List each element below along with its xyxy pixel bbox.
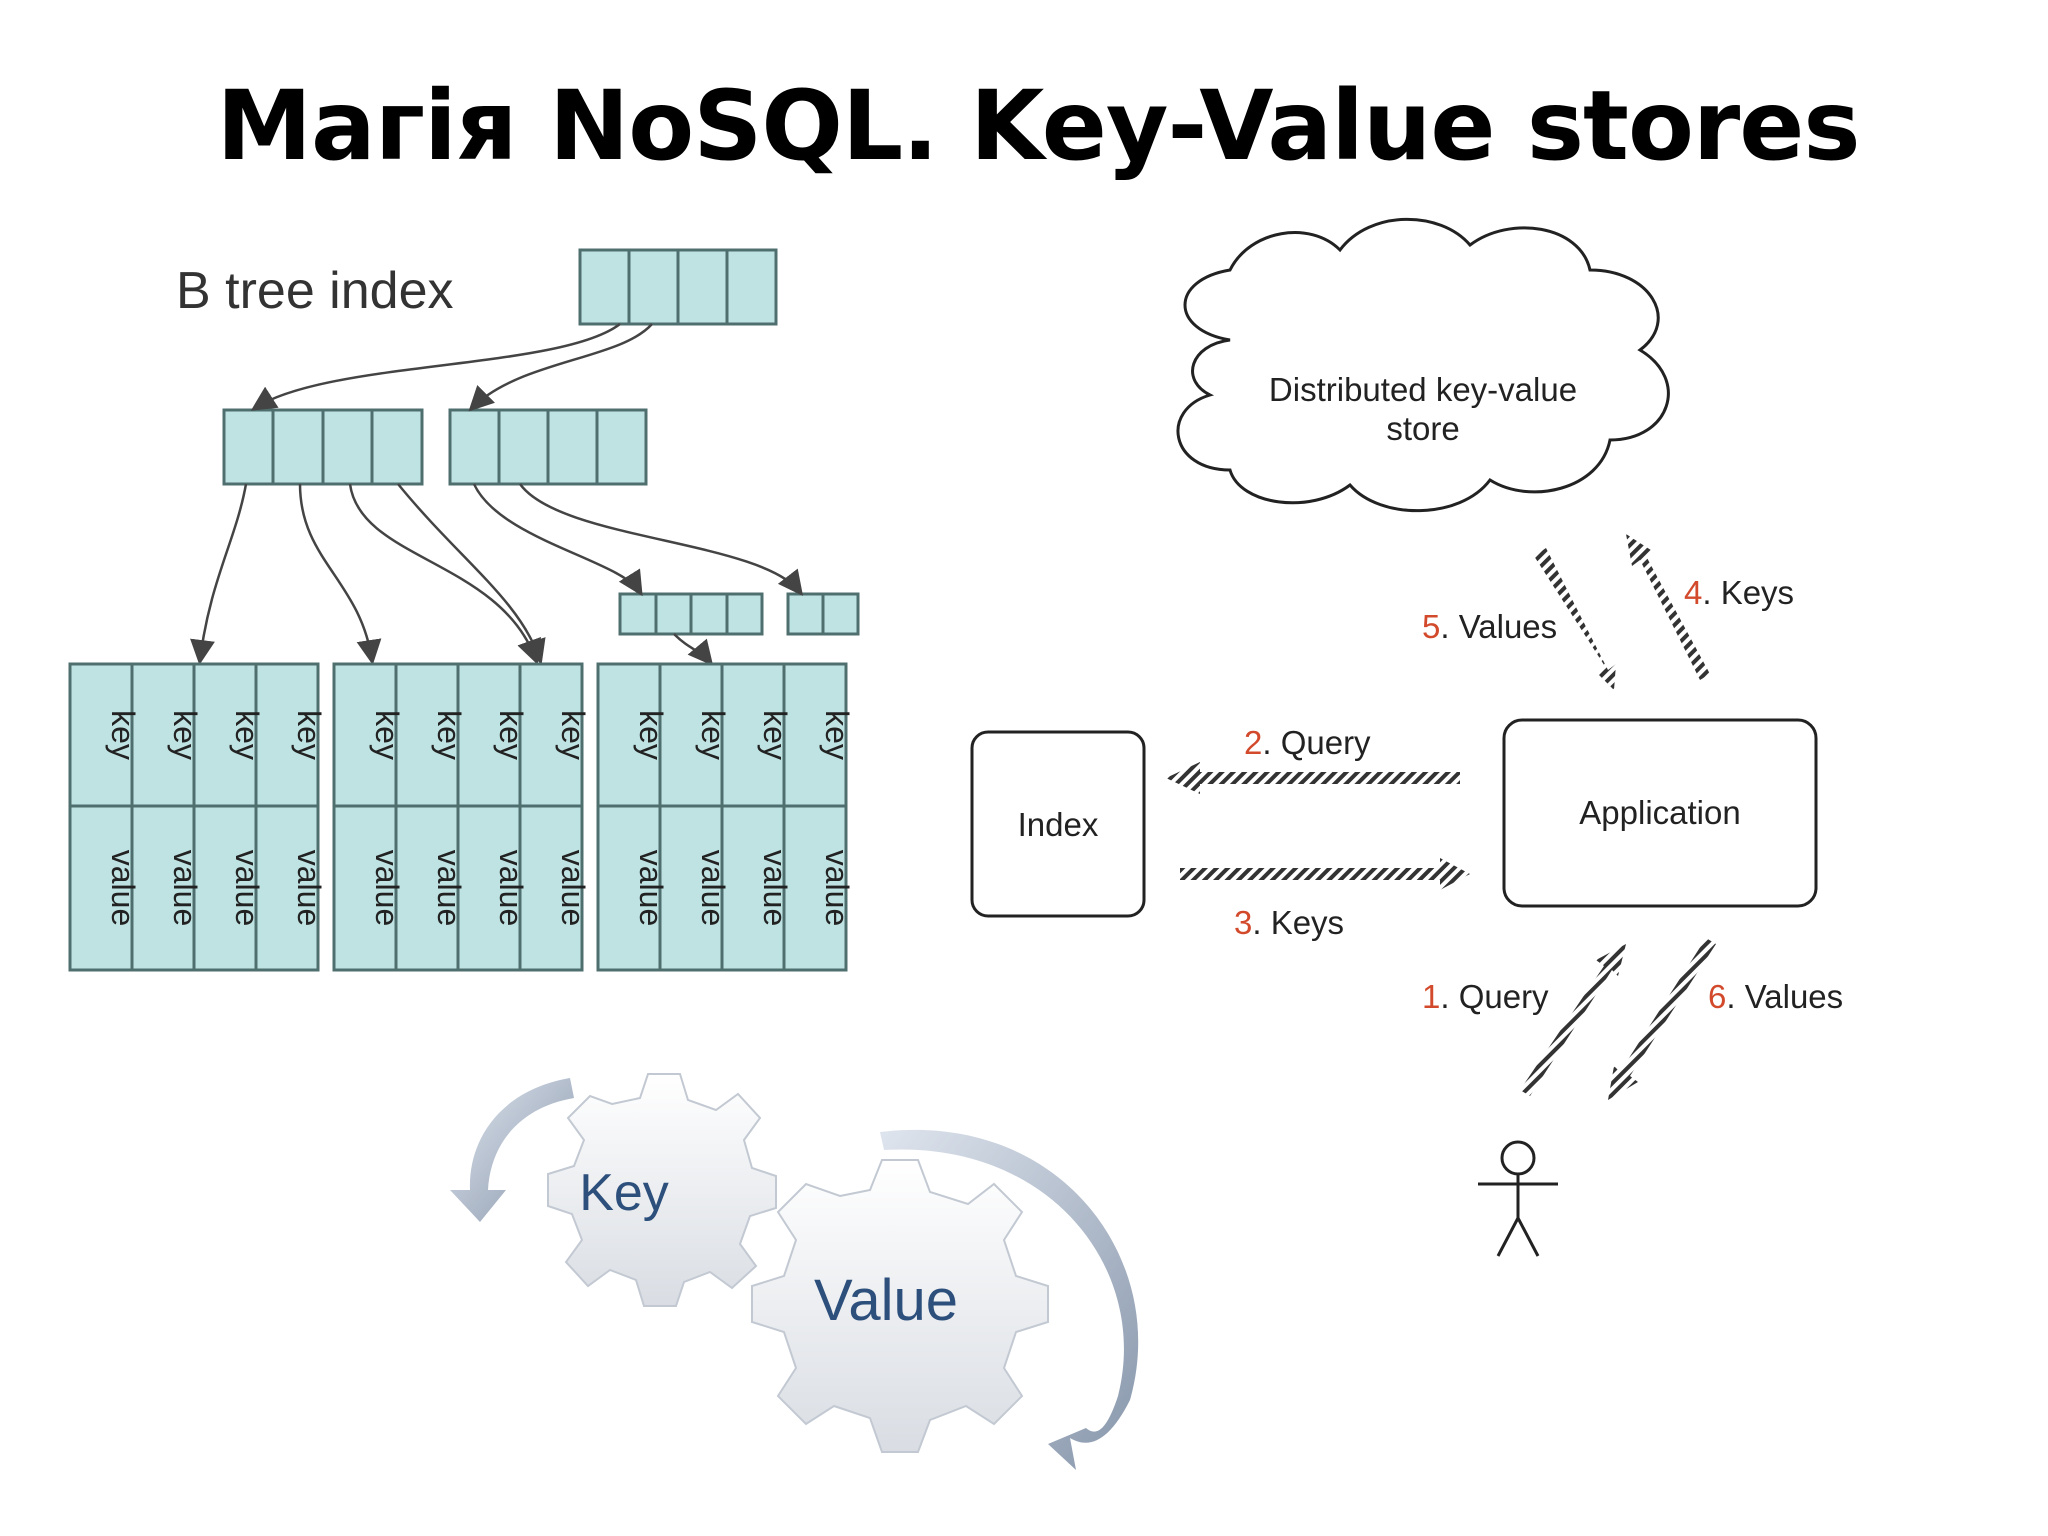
key-cell-label: key — [167, 710, 203, 760]
arrow-keys-to-app — [1180, 858, 1470, 890]
value-cell-label: value — [819, 850, 855, 927]
value-cell-label: value — [229, 850, 265, 927]
user-icon — [1478, 1140, 1558, 1257]
step-label-4: 4. Keys — [1684, 574, 1794, 611]
value-cell-label: value — [105, 850, 141, 927]
key-cell-label: key — [555, 710, 591, 760]
index-label: Index — [1018, 806, 1099, 843]
application-node — [1502, 718, 1818, 908]
key-cell-label: key — [105, 710, 141, 760]
kv-flow-diagram: Distributed key-value store Index Applic… — [970, 217, 1843, 1257]
btree-cell-labels: key key key key key key key key key key … — [105, 710, 855, 926]
btree-leaf-1 — [68, 662, 320, 972]
key-cell-label: key — [369, 710, 405, 760]
step-label-3: 3. Keys — [1234, 904, 1344, 941]
btree-root-node — [578, 248, 778, 326]
step-label-1: 1. Query — [1422, 978, 1549, 1015]
key-cell-label: key — [291, 710, 327, 760]
key-gear: Key — [547, 1073, 777, 1307]
hatched-arrows — [1166, 534, 1716, 1100]
btree-node-right — [448, 408, 648, 486]
cloud-label-line2: store — [1386, 410, 1459, 447]
btree-small-node-a — [618, 592, 764, 636]
key-value-gears: Key Value — [450, 1073, 1139, 1470]
value-cell-label: value — [633, 850, 669, 927]
index-node — [970, 730, 1146, 918]
btree-leaf-2 — [332, 662, 584, 972]
value-gear-label: Value — [814, 1268, 958, 1333]
key-cell-label: key — [229, 710, 265, 760]
btree-small-node-b — [786, 592, 860, 636]
btree-arrows — [190, 323, 804, 666]
key-cell-label: key — [757, 710, 793, 760]
cloud-label-line1: Distributed key-value — [1269, 371, 1577, 408]
value-gear: Value — [751, 1159, 1049, 1453]
arrow-values-to-user — [1608, 938, 1716, 1100]
value-cell-label: value — [291, 850, 327, 927]
rotation-arrow-right — [880, 1129, 1139, 1470]
value-cell-label: value — [555, 850, 591, 927]
value-cell-label: value — [369, 850, 405, 927]
step-label-2: 2. Query — [1244, 724, 1371, 761]
key-cell-label: key — [633, 710, 669, 760]
key-gear-label: Key — [579, 1164, 669, 1222]
btree-diagram: B tree index — [68, 248, 860, 972]
key-cell-label: key — [431, 710, 467, 760]
btree-node-left — [222, 408, 424, 486]
value-cell-label: value — [493, 850, 529, 927]
application-label: Application — [1579, 794, 1740, 831]
step-label-5: 5. Values — [1422, 608, 1557, 645]
btree-label: B tree index — [176, 262, 454, 320]
key-cell-label: key — [493, 710, 529, 760]
arrow-query-to-index — [1166, 762, 1460, 794]
key-cell-label: key — [695, 710, 731, 760]
key-cell-label: key — [819, 710, 855, 760]
arrow-values-to-app — [1534, 548, 1616, 690]
btree-leaf-3 — [596, 662, 848, 972]
arrow-keys-to-cloud — [1626, 534, 1710, 680]
slide-title: Магія NoSQL. Key-Value stores — [216, 70, 1861, 182]
value-cell-label: value — [167, 850, 203, 927]
value-cell-label: value — [757, 850, 793, 927]
value-cell-label: value — [695, 850, 731, 927]
step-label-6: 6. Values — [1708, 978, 1843, 1015]
value-cell-label: value — [431, 850, 467, 927]
cloud-shape — [1176, 217, 1670, 513]
rotation-arrow-left — [450, 1078, 574, 1222]
arrow-query-to-app — [1520, 944, 1626, 1096]
